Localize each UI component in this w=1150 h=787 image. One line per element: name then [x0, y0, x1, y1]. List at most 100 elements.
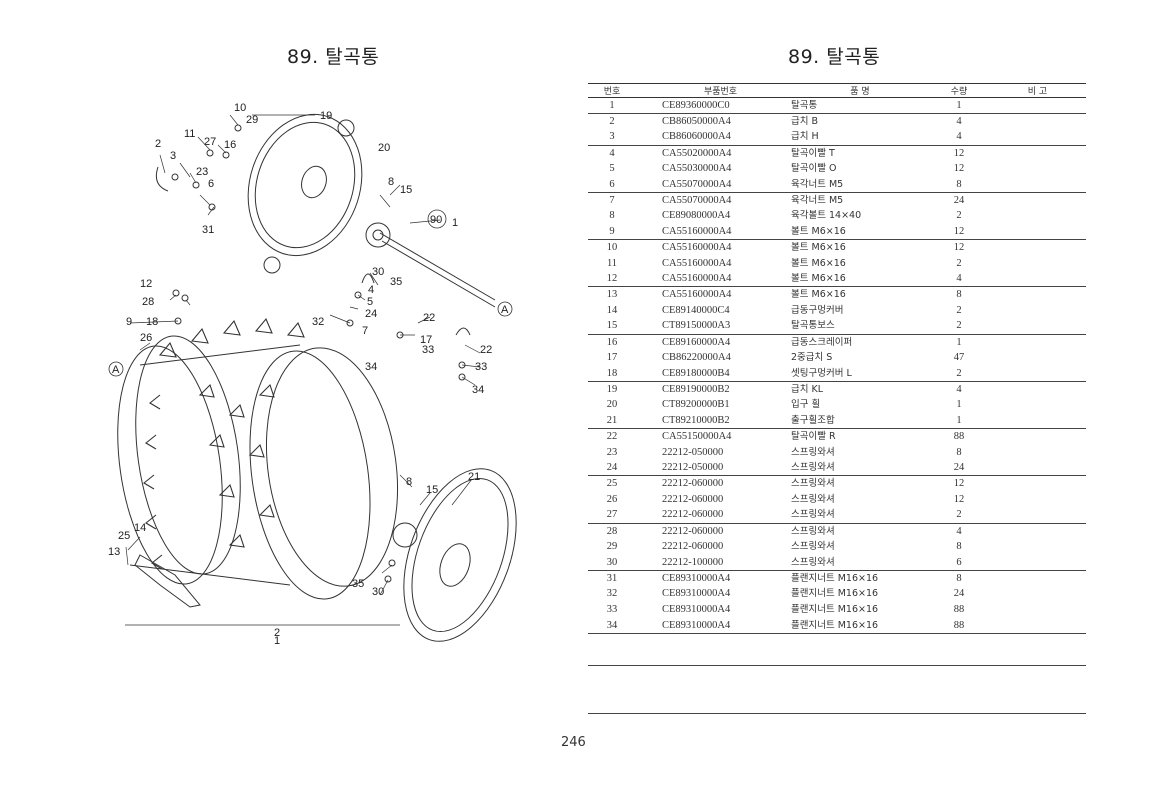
- cell-part-number: CA55070000A4: [636, 176, 779, 193]
- cell-quantity: 2: [956, 257, 962, 269]
- cell-quantity: 24: [953, 194, 965, 206]
- diagram-callout-label: 32: [312, 316, 324, 328]
- cell-part-name: 플랜지너트 M16×16: [779, 617, 929, 634]
- cell-remarks: [989, 303, 1086, 319]
- cell-no: 6: [588, 176, 636, 193]
- diagram-callout-label: 33: [422, 344, 434, 356]
- diagram-callout-label: A: [112, 364, 120, 376]
- page-number: 246: [561, 735, 586, 750]
- cell-remarks: [989, 192, 1086, 208]
- cell-remarks: [989, 476, 1086, 492]
- diagram-callout-label: 34: [365, 361, 377, 373]
- cell-quantity: 4: [929, 271, 989, 288]
- cell-no: 20: [606, 399, 618, 411]
- cell-no: 30: [588, 554, 636, 571]
- cell-part-number: CA55020000A4: [662, 147, 732, 159]
- diagram-callout-label: 9: [126, 316, 132, 328]
- diagram-callout-label: 21: [468, 471, 480, 483]
- table-header-row: 번호 부품번호 품 명 수량 비 고: [588, 83, 1086, 98]
- cell-quantity: 24: [929, 460, 989, 477]
- cell-part-name: 2중급치 S: [791, 352, 833, 364]
- cell-part-name: 스프링와셔: [779, 554, 929, 571]
- cell-no: 10: [606, 242, 618, 254]
- cell-remarks: [989, 429, 1086, 445]
- cell-no: 14: [606, 304, 618, 316]
- cell-remarks: [989, 208, 1086, 224]
- cell-remarks: [989, 460, 1086, 477]
- cell-part-number: 22212-050000: [636, 460, 779, 477]
- diagram-callout-label: 26: [140, 332, 152, 344]
- cell-part-name: 탈곡이빨 O: [791, 163, 837, 175]
- diagram-callout-label: 1: [452, 217, 458, 229]
- cell-part-number: CA55160000A4: [662, 257, 732, 269]
- cell-part-number: CA55160000A4: [662, 242, 732, 254]
- cell-part-name: 스프링와셔: [791, 478, 835, 490]
- cell-quantity: 24: [953, 588, 965, 600]
- cell-quantity: 12: [953, 493, 965, 505]
- cell-quantity: 2: [929, 365, 989, 382]
- footer-rule-lower: [588, 713, 1086, 714]
- diagram-callout-label: 19: [320, 110, 332, 122]
- cell-quantity: 47: [953, 352, 965, 364]
- header-part-name: 품 명: [779, 83, 929, 98]
- cell-remarks: [989, 444, 1086, 460]
- cell-part-name: 볼트 M6×16: [791, 257, 846, 269]
- cell-quantity: 2: [929, 507, 989, 524]
- cell-part-number: CE89360000C0: [636, 97, 779, 114]
- diagram-callout-label: 23: [196, 166, 208, 178]
- cell-part-name: 스프링와셔: [791, 446, 835, 458]
- callout-circle: [427, 209, 447, 229]
- cell-remarks: [989, 223, 1086, 240]
- cell-remarks: [989, 271, 1086, 288]
- cell-quantity: 1: [956, 399, 962, 411]
- cell-part-number: CE89080000A4: [662, 210, 731, 222]
- diagram-callout-label: 35: [352, 578, 364, 590]
- cell-part-number: CB86060000A4: [636, 129, 779, 146]
- cell-part-name: 입구 휠: [791, 399, 821, 411]
- cell-part-name: 스프링와셔: [791, 525, 835, 537]
- header-no: 번호: [588, 83, 636, 98]
- cell-part-number: CE89310000A4: [662, 588, 731, 600]
- cell-no: 25: [606, 478, 618, 490]
- cell-no: 9: [588, 223, 636, 240]
- cell-part-name: 급치 H: [779, 129, 929, 146]
- diagram-callout-label: 11: [184, 128, 195, 140]
- diagram-callout-label: 5: [367, 296, 373, 308]
- diagram-callout-label: 13: [108, 546, 120, 558]
- cell-part-number: CE89310000A4: [636, 617, 779, 634]
- exit-wheel-drawing: [392, 468, 517, 642]
- cell-part-name: 볼트 M6×16: [791, 289, 846, 301]
- cell-no: 12: [588, 271, 636, 288]
- diagram-callout-label: 4: [368, 284, 374, 296]
- leader-lines: [125, 114, 481, 626]
- cell-quantity: 8: [956, 541, 962, 553]
- cell-quantity: 12: [953, 242, 965, 254]
- cell-part-number: CE89310000A4: [662, 604, 731, 616]
- cell-quantity: 6: [929, 554, 989, 571]
- cell-no: 31: [606, 572, 618, 584]
- cell-part-name: 스프링와셔: [791, 541, 835, 553]
- cell-quantity: 88: [929, 617, 989, 634]
- diagram-callout-label: A: [501, 304, 509, 316]
- cell-remarks: [989, 287, 1086, 303]
- diagram-callout-label: 1: [274, 635, 280, 647]
- cell-quantity: 12: [953, 163, 965, 175]
- diagram-callout-label: 25: [118, 530, 130, 542]
- diagram-callout-label: 10: [234, 102, 246, 114]
